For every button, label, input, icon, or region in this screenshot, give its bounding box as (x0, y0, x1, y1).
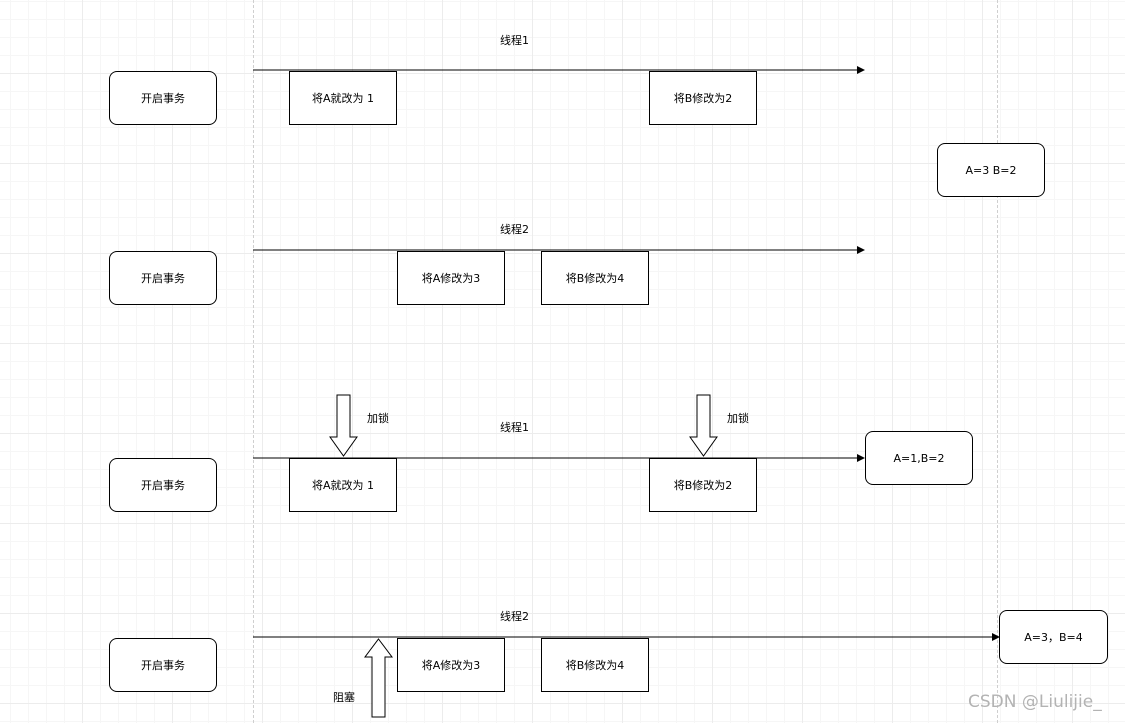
guide-line-left (253, 0, 254, 723)
start-transaction-box-3: 开启事务 (109, 458, 217, 512)
lock-arrow-2 (689, 394, 718, 457)
thread-1-label: 线程1 (500, 34, 529, 47)
set-b-4-box-blocked: 将B修改为4 (541, 638, 649, 692)
thread-2-label-blocked: 线程2 (500, 610, 529, 623)
block-arrow (364, 638, 393, 718)
start-transaction-box-1: 开启事务 (109, 71, 217, 125)
start-transaction-box-2: 开启事务 (109, 251, 217, 305)
thread-1-label-locked: 线程1 (500, 421, 529, 434)
lock-label-2: 加锁 (727, 412, 749, 425)
result-box-2: A=1,B=2 (865, 431, 973, 485)
set-a-1-box: 将A就改为 1 (289, 71, 397, 125)
lock-label-1: 加锁 (367, 412, 389, 425)
watermark: CSDN @Liulijie_ (968, 692, 1102, 712)
result-box-3: A=3，B=4 (999, 610, 1108, 664)
guide-line-right (997, 0, 998, 723)
set-a-3-box: 将A修改为3 (397, 251, 505, 305)
result-box-1: A=3 B=2 (937, 143, 1045, 197)
set-b-4-box: 将B修改为4 (541, 251, 649, 305)
set-a-3-box-blocked: 将A修改为3 (397, 638, 505, 692)
set-b-2-box: 将B修改为2 (649, 71, 757, 125)
lock-arrow-1 (329, 394, 358, 457)
start-transaction-box-4: 开启事务 (109, 638, 217, 692)
set-a-1-box-locked: 将A就改为 1 (289, 458, 397, 512)
block-label: 阻塞 (333, 691, 355, 704)
set-b-2-box-locked: 将B修改为2 (649, 458, 757, 512)
thread-2-label: 线程2 (500, 223, 529, 236)
